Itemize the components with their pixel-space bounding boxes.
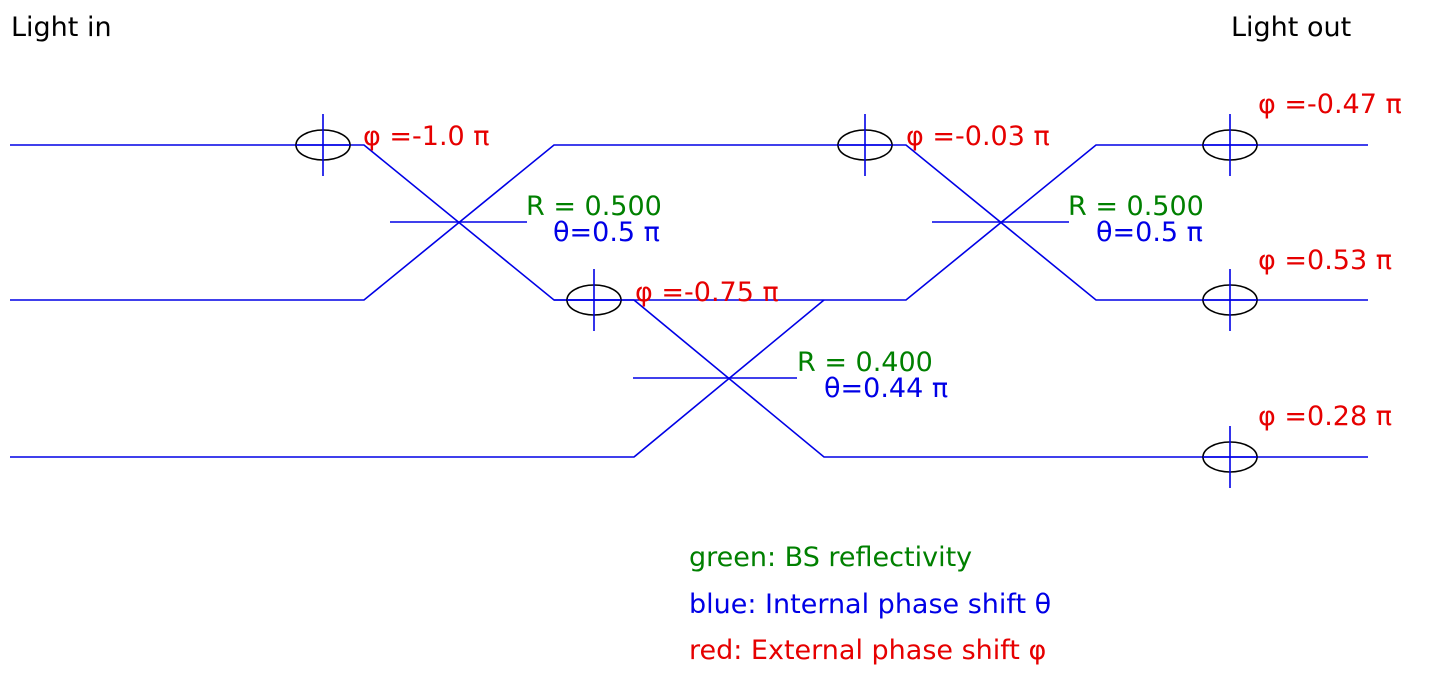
bs-reflectivity-label-1: R = 0.500 [526, 191, 662, 222]
legend-blue: blue: Internal phase shift θ [689, 589, 1051, 620]
waveguide-mode-2 [10, 144, 1368, 301]
bs-reflectivity-label-2: R = 0.500 [1068, 191, 1204, 222]
phase-label-4: φ =-0.47 π [1258, 89, 1402, 120]
phase-label-5: φ =0.53 π [1258, 245, 1392, 276]
phase-shifter-4 [1202, 114, 1258, 176]
phase-shifter-2 [837, 114, 893, 176]
phase-label-6: φ =0.28 π [1258, 401, 1392, 432]
light-in-label: Light in [11, 12, 112, 43]
phase-shifter-1 [295, 114, 351, 176]
legend-green: green: BS reflectivity [689, 542, 972, 573]
phase-label-3: φ =-0.75 π [635, 277, 779, 308]
phase-shifter-3 [566, 269, 622, 331]
bs-theta-label-1: θ=0.5 π [553, 217, 660, 248]
phase-label-2: φ =-0.03 π [906, 121, 1050, 152]
legend: green: BS reflectivity blue: Internal ph… [689, 542, 1051, 666]
bs-reflectivity-label-3: R = 0.400 [797, 347, 933, 378]
light-out-label: Light out [1231, 12, 1351, 43]
waveguide-mode-3 [10, 299, 825, 458]
phase-shifter-5 [1202, 269, 1258, 331]
legend-red: red: External phase shift φ [689, 635, 1046, 666]
phase-label-1: φ =-1.0 π [363, 121, 490, 152]
phase-shifter-6 [1202, 426, 1258, 488]
bs-theta-label-3: θ=0.44 π [824, 373, 948, 404]
bs-theta-label-2: θ=0.5 π [1096, 217, 1203, 248]
